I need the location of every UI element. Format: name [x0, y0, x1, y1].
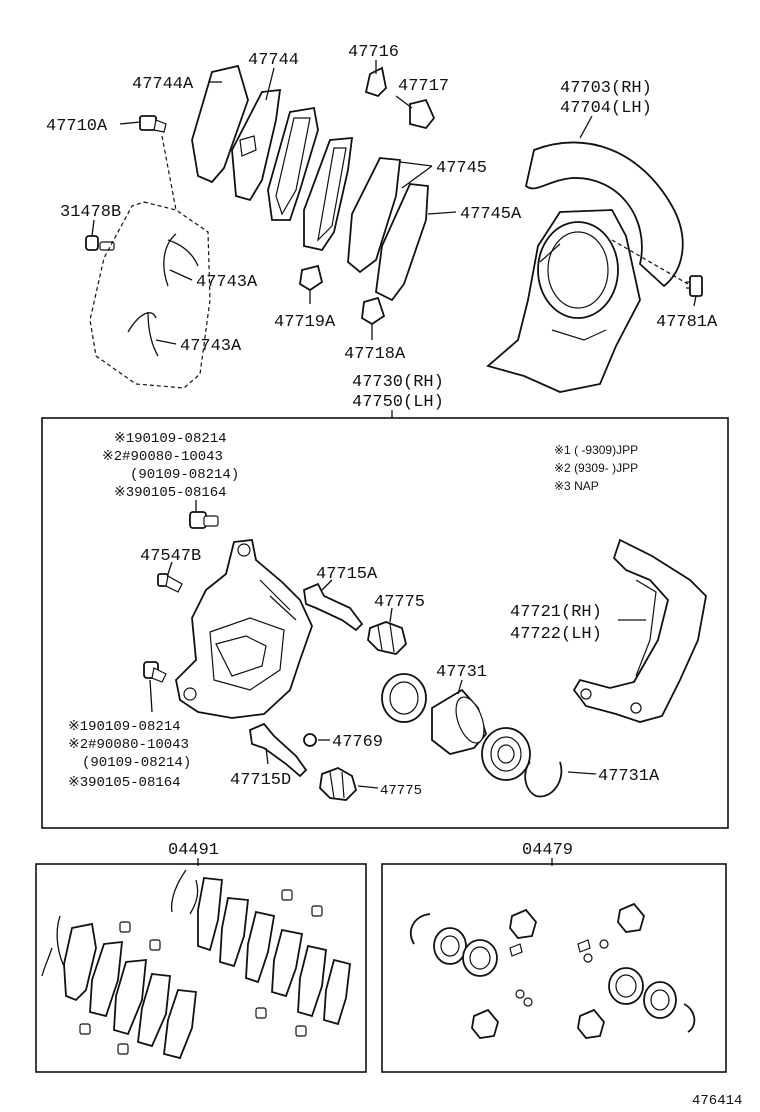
anti-rattle-spring-lower [127, 311, 159, 357]
label-bolt-bottom-2: ※2#90080-10043 [68, 737, 189, 753]
label-bolt-top-4: ※390105-08164 [114, 485, 227, 501]
slide-pin-lower [249, 722, 308, 778]
leader-bolt-lower [149, 679, 153, 713]
anti-squeal-shim-47745 [347, 157, 401, 274]
label-47775-1: 47775 [374, 593, 425, 612]
dust-shield-bolt [686, 275, 703, 297]
anti-rattle-spring-upper [163, 233, 199, 287]
brake-pad-outer-lining [275, 117, 311, 216]
label-bolt-top-1: ※190109-08214 [114, 431, 227, 447]
clip-47719A [299, 264, 324, 292]
anti-squeal-shim-47745A [375, 183, 429, 302]
note-2: ※2 (9309- )JPP [554, 461, 638, 475]
leader-47745A [427, 211, 457, 215]
label-47717: 47717 [398, 77, 449, 96]
leader-47547B [167, 561, 173, 575]
label-bolt-top-3: (90109-08214) [130, 467, 239, 483]
label-47745: 47745 [436, 159, 487, 178]
caliper-bolt-upper [189, 511, 219, 529]
label-47775-2: 47775 [380, 783, 422, 799]
caliper-leader-dashed [161, 135, 177, 211]
label-47750: 47750(LH) [352, 393, 444, 412]
label-47731A: 47731A [598, 767, 660, 786]
bushing [303, 733, 317, 747]
set-ring [524, 761, 563, 798]
leader-47710A [119, 121, 141, 125]
label-47743A-1: 47743A [196, 273, 258, 292]
label-47716: 47716 [348, 43, 399, 62]
caliper-mounting-bracket [572, 538, 707, 723]
label-47731: 47731 [436, 663, 487, 682]
repair-kit-contents [409, 902, 696, 1039]
pad-kit-contents [41, 869, 351, 1060]
leader-47781A [693, 295, 697, 307]
leader-47745 [399, 161, 433, 189]
label-kit-04479: 04479 [522, 841, 573, 860]
figure-number: 476414 [692, 1093, 742, 1109]
caliper-bolt-lower [143, 661, 167, 683]
anti-squeal-shim-outer [191, 64, 249, 184]
dust-shield [486, 141, 684, 393]
label-47745A: 47745A [460, 205, 522, 224]
shim-tab [239, 135, 257, 157]
label-47781A: 47781A [656, 313, 718, 332]
label-47719A: 47719A [274, 313, 336, 332]
label-bolt-bottom-3: (90109-08214) [82, 755, 191, 771]
leader-47717 [395, 95, 413, 109]
leader-47744 [265, 67, 275, 101]
leader-47743A-1 [169, 269, 193, 281]
leader-47715D [265, 747, 269, 765]
label-47743A-2: 47743A [180, 337, 242, 356]
label-47722: 47722(LH) [510, 625, 602, 644]
clip-47716 [364, 66, 387, 98]
label-bolt-bottom-4: ※390105-08164 [68, 775, 181, 791]
leader-47743A-2 [155, 339, 177, 345]
slide-pin-boot-lower [319, 767, 358, 801]
label-47715A: 47715A [316, 565, 378, 584]
anti-squeal-shim-inner [231, 88, 282, 202]
leader-47715A [321, 579, 333, 591]
leader-47703 [579, 115, 593, 139]
clip-47718A [361, 296, 386, 326]
note-3: ※3 NAP [554, 479, 599, 493]
slide-pin-upper [303, 582, 364, 632]
cylinder-boot [481, 727, 531, 781]
label-47715D: 47715D [230, 771, 291, 790]
brake-pad-inner-lining [317, 147, 347, 242]
label-47547B: 47547B [140, 547, 201, 566]
label-47769: 47769 [332, 733, 383, 752]
caliper-assembly-frame [41, 417, 729, 829]
label-47718A: 47718A [344, 345, 406, 364]
label-bolt-bottom-1: ※190109-08214 [68, 719, 181, 735]
leader-47775-2 [357, 785, 379, 789]
leader-47775-1 [389, 607, 393, 623]
label-bolt-top-2: ※2#90080-10043 [102, 449, 223, 465]
label-31478B: 31478B [60, 203, 121, 222]
leader-31478B [91, 219, 95, 237]
bleeder-plug-47547B [157, 573, 183, 593]
label-47710A: 47710A [46, 117, 108, 136]
note-1: ※1 ( -9309)JPP [554, 443, 638, 457]
label-47730: 47730(RH) [352, 373, 444, 392]
leader-47731A [567, 771, 597, 775]
leader-47731 [457, 679, 463, 695]
bleeder-plug [139, 115, 167, 133]
label-47721: 47721(RH) [510, 603, 602, 622]
caliper-piston [431, 688, 488, 755]
clip-47717 [409, 98, 436, 130]
caliper-cylinder [175, 539, 313, 719]
leader-shield-bolt [611, 239, 689, 285]
label-47744: 47744 [248, 51, 299, 70]
label-47704: 47704(LH) [560, 99, 652, 118]
piston-seal [381, 673, 427, 723]
caliper-outline-dashed [89, 201, 211, 389]
slide-pin-boot-upper [367, 621, 407, 655]
label-kit-04491: 04491 [168, 841, 219, 860]
label-47703: 47703(RH) [560, 79, 652, 98]
pad-kit-frame [35, 863, 367, 1073]
caliper-repair-kit-frame [381, 863, 727, 1073]
label-47744A: 47744A [132, 75, 194, 94]
